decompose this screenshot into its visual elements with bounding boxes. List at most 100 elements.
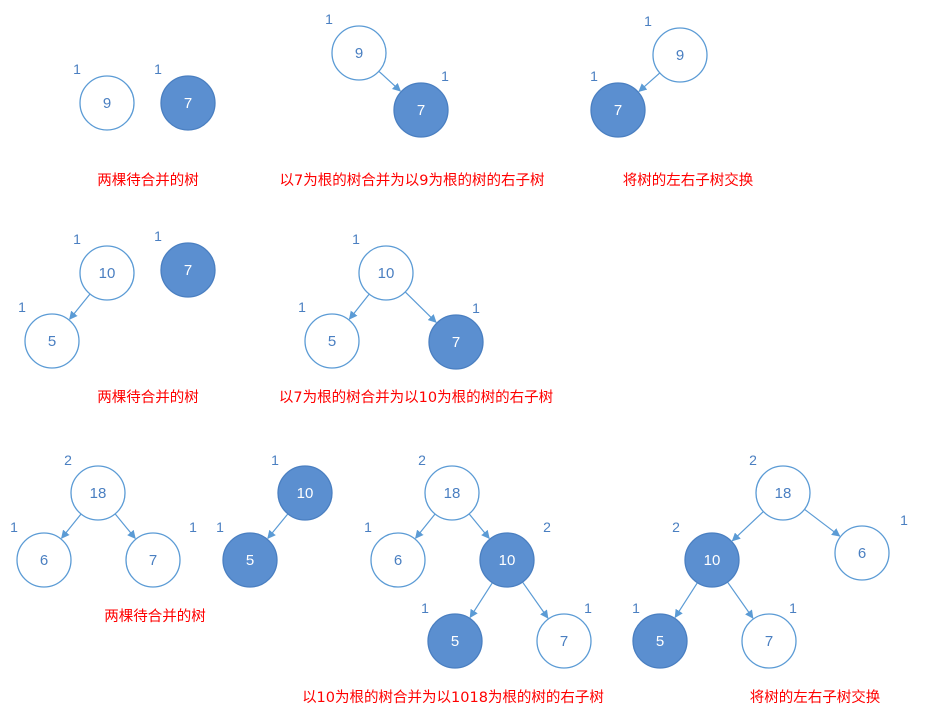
node-circle — [755, 465, 811, 521]
node-distance-label: 1 — [154, 61, 162, 77]
tree-edge-g18-g6 — [415, 513, 436, 539]
node-value: 18 — [775, 485, 792, 502]
tree-node-d7: 71 — [154, 228, 216, 298]
tree-edge-b9-b7 — [378, 70, 402, 92]
node-value: 6 — [394, 552, 402, 569]
node-circle — [427, 613, 483, 669]
node-circle — [125, 532, 181, 588]
node-circle — [684, 532, 740, 588]
tree-edge-d10-d5 — [69, 293, 91, 320]
tree-node-a7: 71 — [154, 61, 216, 131]
node-value: 5 — [451, 633, 459, 650]
node-value: 7 — [417, 102, 425, 119]
panel-caption: 将树的左右子树交换 — [750, 688, 881, 706]
tree-edge-f18-f7 — [114, 513, 136, 540]
tree-node-g7: 71 — [536, 600, 592, 669]
node-value: 7 — [184, 95, 192, 112]
tree-node-f10: 10 1 — [271, 452, 333, 521]
tree-edge-f18-f6 — [61, 513, 82, 539]
node-distance-label: 1 — [271, 452, 279, 468]
node-circle — [370, 532, 426, 588]
node-distance-label: 1 — [298, 299, 306, 315]
panel-caption: 将树的左右子树交换 — [623, 171, 754, 189]
node-circle — [79, 245, 135, 301]
tree-edge-g18-g10 — [468, 513, 490, 540]
node-value: 9 — [103, 95, 111, 112]
tree-node-g5: 51 — [421, 600, 483, 669]
node-value: 10 — [704, 552, 721, 569]
node-circle — [632, 613, 688, 669]
node-value: 7 — [452, 334, 460, 351]
tree-node-f7: 71 — [125, 519, 197, 588]
tree-node-h5: 51 — [632, 600, 688, 669]
node-distance-label: 1 — [644, 13, 652, 29]
node-value: 10 — [297, 485, 314, 502]
node-value: 9 — [676, 47, 684, 64]
node-distance-label: 1 — [216, 519, 224, 535]
node-circle — [428, 314, 484, 370]
node-circle — [70, 465, 126, 521]
tree-edge-h10-h7 — [727, 581, 754, 619]
node-distance-label: 1 — [73, 231, 81, 247]
tree-edge-f10-f5 — [267, 513, 289, 540]
node-distance-label: 1 — [364, 519, 372, 535]
node-distance-label: 2 — [672, 519, 680, 535]
node-distance-label: 1 — [441, 68, 449, 84]
node-circle — [160, 242, 216, 298]
node-circle — [652, 27, 708, 83]
tree-edge-e10-e5 — [348, 293, 370, 320]
tree-edge-g10-g5 — [469, 582, 493, 619]
node-circle — [331, 25, 387, 81]
node-distance-label: 1 — [900, 512, 908, 528]
tree-node-h18: 18 2 — [749, 452, 811, 521]
tree-node-h6: 61 — [834, 512, 908, 581]
node-value: 7 — [614, 102, 622, 119]
node-circle — [277, 465, 333, 521]
node-circle — [160, 75, 216, 131]
node-distance-label: 1 — [18, 299, 26, 315]
node-circle — [16, 532, 72, 588]
node-circle — [536, 613, 592, 669]
node-circle — [590, 82, 646, 138]
tree-node-g18: 182 — [418, 452, 480, 521]
panel-caption: 以7为根的树合并为以9为根的树的右子树 — [280, 172, 545, 189]
node-value: 10 — [378, 265, 395, 282]
tree-node-e10: 101 — [352, 231, 414, 301]
node-value: 18 — [90, 485, 107, 502]
node-value: 10 — [499, 552, 516, 569]
node-value: 7 — [184, 262, 192, 279]
node-distance-label: 1 — [632, 600, 640, 616]
node-value: 10 — [99, 265, 116, 282]
tree-edge-g10-g7 — [522, 581, 549, 619]
node-distance-label: 1 — [472, 300, 480, 316]
tree-node-h10: 10 2 — [672, 519, 740, 588]
tree-node-b9: 91 — [325, 11, 387, 81]
node-value: 5 — [246, 552, 254, 569]
tree-node-b7: 71 — [393, 68, 449, 138]
node-value: 6 — [40, 552, 48, 569]
node-value: 7 — [765, 633, 773, 650]
tree-edge-h18-h6 — [804, 508, 841, 537]
node-circle — [479, 532, 535, 588]
panel-caption: 以10为根的树合并为以1018为根的树的右子树 — [302, 689, 604, 706]
node-circle — [393, 82, 449, 138]
tree-edge-e10-e7 — [404, 291, 437, 323]
node-value: 7 — [149, 552, 157, 569]
tree-node-f6: 61 — [10, 519, 72, 588]
edges-layer — [61, 70, 841, 619]
captions-layer: 两棵待合并的树以7为根的树合并为以9为根的树的右子树将树的左右子树交换两棵待合并… — [97, 171, 880, 706]
tree-edge-h10-h5 — [674, 582, 698, 619]
node-circle — [304, 313, 360, 369]
node-value: 5 — [48, 333, 56, 350]
tree-node-g6: 61 — [364, 519, 426, 588]
tree-node-d10: 10 1 — [73, 231, 135, 301]
node-distance-label: 2 — [749, 452, 757, 468]
tree-node-h7: 71 — [741, 600, 797, 669]
panel-caption: 两棵待合并的树 — [97, 172, 199, 189]
node-distance-label: 1 — [73, 61, 81, 77]
node-distance-label: 1 — [10, 519, 18, 535]
node-distance-label: 2 — [64, 452, 72, 468]
node-distance-label: 2 — [418, 452, 426, 468]
node-distance-label: 1 — [590, 68, 598, 84]
node-value: 9 — [355, 45, 363, 62]
